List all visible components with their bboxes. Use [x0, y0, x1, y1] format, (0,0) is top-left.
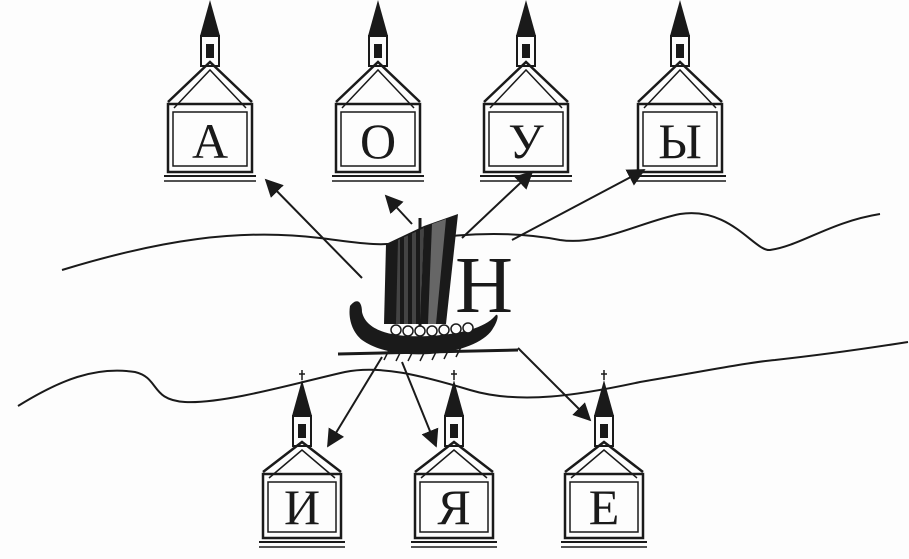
spire-icon — [444, 380, 464, 416]
church-letter: А — [192, 113, 228, 169]
church-letter: И — [284, 479, 320, 535]
church-top-1: А — [164, 0, 256, 181]
church-bottom-2: Я — [411, 370, 497, 547]
arrow-to-ya — [402, 362, 436, 446]
church-letter: Ы — [658, 113, 702, 169]
spire-icon — [594, 380, 614, 416]
church-top-3: У — [480, 0, 572, 181]
spire-icon — [670, 0, 690, 36]
church-letter: Е — [589, 479, 620, 535]
center-letter: Н — [455, 242, 513, 330]
church-bottom-3: Е — [561, 370, 647, 547]
arrow-to-e — [518, 348, 590, 420]
arrow-to-o — [386, 196, 412, 224]
spire-icon — [292, 380, 312, 416]
church-letter: О — [360, 113, 396, 169]
arrow-to-a — [266, 180, 362, 278]
spire-icon — [516, 0, 536, 36]
spire-icon — [368, 0, 388, 36]
arrow-to-u — [462, 172, 532, 238]
spire-icon — [200, 0, 220, 36]
church-letter: Я — [437, 479, 470, 535]
church-top-4: Ы — [634, 0, 726, 181]
church-top-2: О — [332, 0, 424, 181]
church-bottom-1: И — [259, 370, 345, 547]
church-letter: У — [508, 113, 544, 169]
